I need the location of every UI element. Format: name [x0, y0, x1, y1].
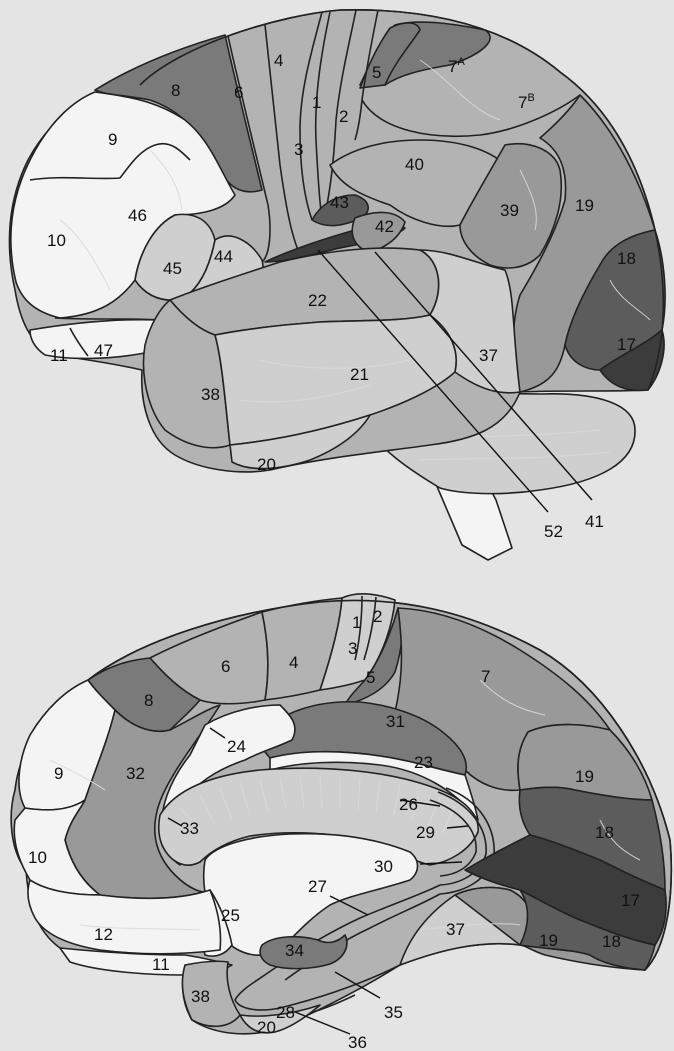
label-5: 5: [372, 63, 381, 82]
medial-label-7: 7: [481, 667, 490, 686]
medial-label-2: 2: [373, 607, 382, 626]
medial-label-23: 23: [414, 753, 433, 772]
label-8: 8: [171, 81, 180, 100]
medial-view: 1 2 3 4 5 6 7 8 9 10 11 12 17 18 18 19 1…: [11, 594, 671, 1051]
label-22: 22: [308, 291, 327, 310]
medial-label-29: 29: [416, 823, 435, 842]
medial-label-4: 4: [289, 653, 298, 672]
label-46: 46: [128, 206, 147, 225]
label-9: 9: [108, 130, 117, 149]
medial-label-35: 35: [384, 1003, 403, 1022]
medial-label-5: 5: [366, 668, 375, 687]
medial-label-32: 32: [126, 764, 145, 783]
label-37: 37: [479, 346, 498, 365]
label-39: 39: [500, 201, 519, 220]
label-20: 20: [257, 455, 276, 474]
medial-label-17: 17: [621, 891, 640, 910]
medial-label-25: 25: [221, 906, 240, 925]
medial-label-10: 10: [28, 848, 47, 867]
medial-label-26: 26: [399, 795, 418, 814]
medial-label-36: 36: [348, 1033, 367, 1051]
medial-label-38: 38: [191, 987, 210, 1006]
label-45: 45: [163, 259, 182, 278]
label-42: 42: [375, 217, 394, 236]
label-44: 44: [214, 247, 233, 266]
label-52: 52: [544, 522, 563, 541]
medial-label-9: 9: [54, 764, 63, 783]
medial-label-11: 11: [152, 955, 170, 974]
leader-line-36: [295, 1012, 350, 1034]
label-11: 11: [50, 346, 68, 365]
medial-label-28: 28: [276, 1003, 295, 1022]
medial-label-19-upper: 19: [575, 767, 594, 786]
label-4: 4: [274, 51, 283, 70]
label-1: 1: [312, 93, 321, 112]
medial-label-27: 27: [308, 877, 327, 896]
medial-label-6: 6: [221, 657, 230, 676]
label-19: 19: [575, 196, 594, 215]
label-40: 40: [405, 155, 424, 174]
label-38: 38: [201, 385, 220, 404]
label-18: 18: [617, 249, 636, 268]
lateral-view: 1 2 3 4 5 6 7A 7B 8 9 10 11 17 18 19 20 …: [9, 10, 665, 560]
label-2: 2: [339, 107, 348, 126]
label-47: 47: [94, 341, 113, 360]
label-41: 41: [585, 512, 604, 531]
label-6: 6: [234, 83, 243, 102]
label-21: 21: [350, 365, 369, 384]
medial-label-3: 3: [348, 639, 357, 658]
medial-label-12: 12: [94, 925, 113, 944]
medial-label-34: 34: [285, 941, 304, 960]
medial-label-24: 24: [227, 737, 246, 756]
medial-label-31: 31: [386, 712, 405, 731]
medial-label-30: 30: [374, 857, 393, 876]
label-17: 17: [617, 335, 636, 354]
medial-label-20: 20: [257, 1018, 276, 1037]
label-10: 10: [47, 231, 66, 250]
medial-label-18-lower: 18: [602, 932, 621, 951]
label-43: 43: [330, 193, 349, 212]
medial-label-19-lower: 19: [539, 931, 558, 950]
medial-label-37: 37: [446, 920, 465, 939]
medial-label-33: 33: [180, 819, 199, 838]
label-3: 3: [294, 140, 303, 159]
medial-label-1: 1: [352, 613, 361, 632]
medial-label-18-upper: 18: [595, 823, 614, 842]
medial-label-8: 8: [144, 691, 153, 710]
